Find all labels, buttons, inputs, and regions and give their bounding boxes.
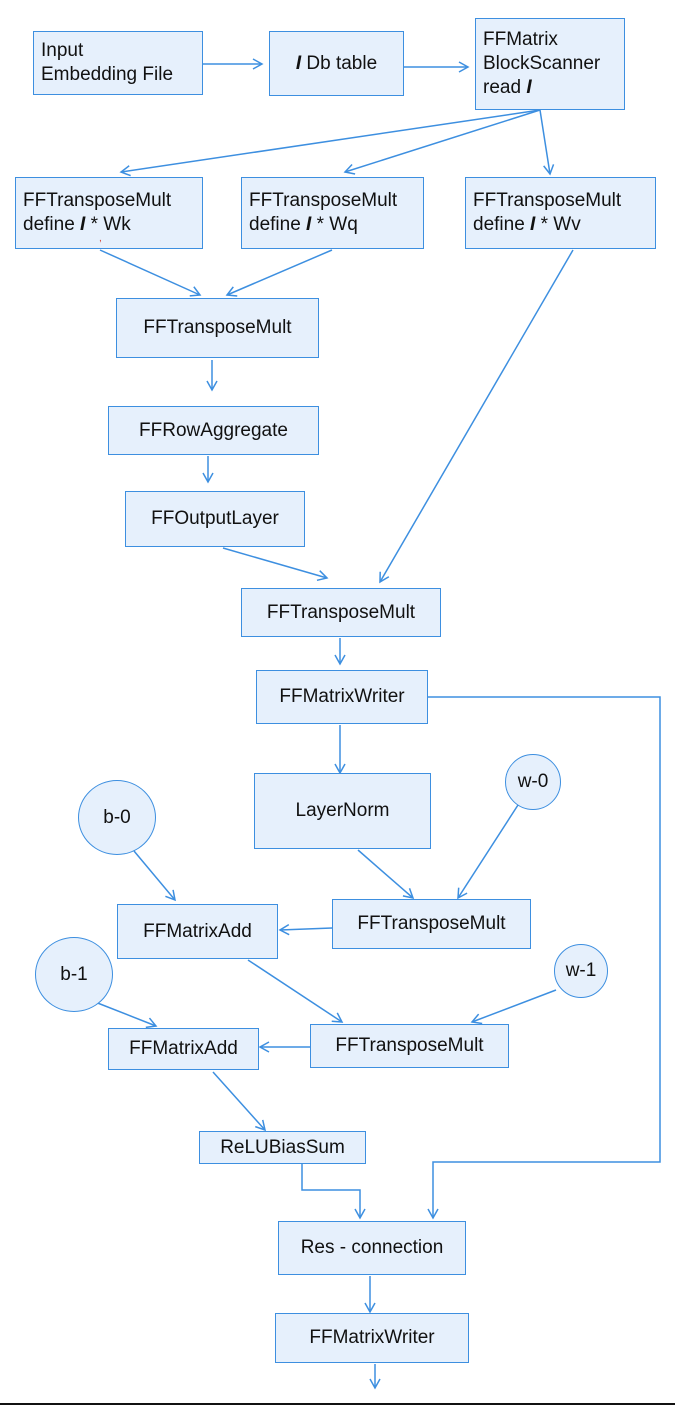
- node-label: FFTransposeMult: [249, 190, 398, 211]
- edge-b0-to-add1: [133, 850, 176, 902]
- node-label: Embedding File: [41, 64, 174, 85]
- edge-w0-to-tm3: [457, 804, 519, 900]
- node-label: b-0: [103, 806, 131, 828]
- edge-add1-to-tm4: [247, 959, 344, 1023]
- matrix-add-node-2: FFMatrixAdd: [108, 1028, 259, 1070]
- node-label: BlockScanner: [483, 53, 601, 74]
- weight-w1-circle: w-1: [554, 944, 608, 998]
- edge-scanner-to-wv: [539, 109, 555, 176]
- transpose-mult-node-1: FFTransposeMult: [116, 298, 319, 358]
- weight-w0-circle: w-0: [505, 754, 561, 810]
- node-label: define: [249, 214, 307, 235]
- edge-b1-to-add2: [94, 1001, 158, 1029]
- edge-add2-to-relu: [212, 1071, 267, 1132]
- node-label: FFTransposeMult: [473, 190, 622, 211]
- edge-w1-to-tm4: [470, 989, 557, 1025]
- edge-relu-to-res: [301, 1164, 366, 1220]
- node-label: * Wk: [85, 214, 131, 235]
- node-label: FFTransposeMult: [143, 317, 292, 338]
- transpose-mult-node-2: FFTransposeMult: [241, 588, 441, 637]
- db-table-node: I Db table: [269, 31, 404, 96]
- transpose-mult-wv-node: FFTransposeMult define I * Wv: [465, 177, 656, 249]
- edge-wq-to-tm1: [225, 249, 333, 297]
- node-label: define: [473, 214, 531, 235]
- node-label: LayerNorm: [295, 800, 390, 821]
- node-label: FFTransposeMult: [357, 913, 506, 934]
- node-label: FFMatrixAdd: [143, 920, 252, 942]
- edge-wk-to-tm1: [99, 249, 202, 297]
- bottom-rule: [0, 1403, 675, 1405]
- relu-bias-sum-node: ReLUBiasSum: [199, 1131, 366, 1164]
- node-label: FFRowAggregate: [139, 419, 288, 441]
- row-aggregate-node: FFRowAggregate: [108, 406, 319, 455]
- node-label: FFTransposeMult: [335, 1035, 484, 1056]
- matrix-writer-node-2: FFMatrixWriter: [275, 1313, 469, 1363]
- node-label: Input: [41, 40, 84, 61]
- layer-norm-node: LayerNorm: [254, 773, 431, 849]
- transpose-mult-node-3: FFTransposeMult: [332, 899, 531, 949]
- transpose-mult-wk-node: FFTransposeMult define I * Wk,: [15, 177, 203, 249]
- variable-i: I: [295, 52, 302, 74]
- ink-mark-icon: ,: [99, 233, 102, 244]
- edge-outlayer-to-tm2: [222, 547, 329, 582]
- matrix-add-node-1: FFMatrixAdd: [117, 904, 278, 959]
- bias-b0-circle: b-0: [78, 780, 156, 855]
- node-label: read: [483, 77, 527, 98]
- edge-writer1-skip-to-res: [427, 696, 661, 1220]
- node-label: * Wv: [535, 214, 581, 235]
- bias-b1-circle: b-1: [35, 937, 113, 1012]
- block-scanner-node: FFMatrix BlockScanner read I: [475, 18, 625, 110]
- edge-layernorm-to-tm3: [357, 849, 415, 900]
- node-label: FFMatrixAdd: [129, 1038, 238, 1059]
- variable-i: I: [80, 214, 86, 235]
- transpose-mult-wq-node: FFTransposeMult define I * Wq: [241, 177, 424, 249]
- transpose-mult-node-4: FFTransposeMult: [310, 1024, 509, 1068]
- node-label: FFMatrixWriter: [309, 1327, 435, 1348]
- edge-wv-to-tm2: [379, 249, 574, 584]
- edge-scanner-to-wk: [119, 109, 541, 177]
- node-label: w-1: [565, 960, 597, 981]
- node-label: FFOutputLayer: [151, 508, 279, 529]
- node-label: FFTransposeMult: [266, 601, 416, 623]
- node-label: FFMatrix: [483, 29, 558, 50]
- edge-scanner-to-wq: [343, 109, 541, 175]
- matrix-writer-node-1: FFMatrixWriter: [256, 670, 428, 724]
- node-label: b-1: [60, 963, 88, 985]
- node-label: FFTransposeMult: [23, 190, 172, 211]
- variable-i: I: [306, 214, 312, 235]
- node-label: ReLUBiasSum: [220, 1136, 345, 1158]
- node-label: w-0: [517, 771, 549, 792]
- node-label: FFMatrixWriter: [279, 686, 405, 707]
- node-label: Res - connection: [300, 1237, 444, 1258]
- variable-i: I: [530, 214, 536, 235]
- node-label: define: [23, 214, 81, 235]
- node-label: Db table: [301, 52, 378, 74]
- node-label: * Wq: [311, 214, 358, 235]
- variable-i: I: [526, 77, 532, 98]
- edge-tm3-to-add1: [278, 924, 333, 936]
- res-connection-node: Res - connection: [278, 1221, 466, 1275]
- output-layer-node: FFOutputLayer: [125, 491, 305, 547]
